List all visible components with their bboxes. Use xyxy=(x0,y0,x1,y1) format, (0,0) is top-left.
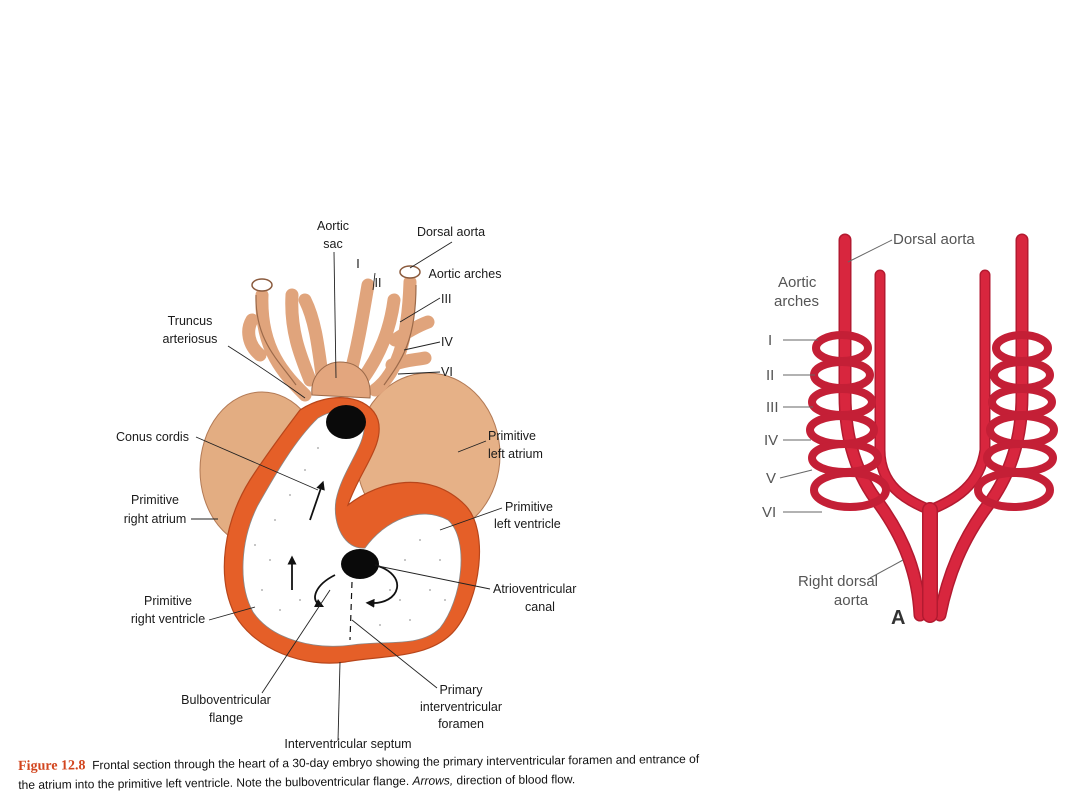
caption-text-end: direction of blood flow. xyxy=(453,772,576,788)
av-canal-opening xyxy=(341,549,379,579)
label-aortic-sac-2: sac xyxy=(323,237,342,251)
label-arch-III: III xyxy=(441,292,451,306)
truncus-opening xyxy=(326,405,366,439)
label-r-aortic-arches-2: arches xyxy=(774,293,819,310)
label-arch-II: II xyxy=(375,276,382,290)
label-truncus-2: arteriosus xyxy=(163,332,218,346)
label-r-arch-I: I xyxy=(768,332,772,349)
label-truncus: Truncus xyxy=(168,314,213,328)
label-arch-I: I xyxy=(356,257,359,271)
embryonic-heart-figure: Aortic sac Dorsal aorta Aortic arches I … xyxy=(116,219,576,751)
label-iv-septum: Interventricular septum xyxy=(284,737,411,751)
caption-italic: Arrows, xyxy=(412,773,454,788)
aortic-arches-figure: Dorsal aorta Aortic arches I II III IV V… xyxy=(760,225,1080,645)
label-arch-IV: IV xyxy=(441,335,453,349)
figure-number: Figure 12.8 xyxy=(18,758,86,774)
label-right-ventricle: Primitive xyxy=(144,594,192,608)
label-left-ventricle: Primitive xyxy=(505,500,553,514)
label-primary-iv-foramen-3: foramen xyxy=(438,717,484,731)
label-primary-iv-foramen-2: interventricular xyxy=(420,700,502,714)
label-bulboventricular-flange-2: flange xyxy=(209,711,243,725)
blood-flow-arrows xyxy=(287,480,398,608)
aortic-arch-vessels xyxy=(242,275,435,402)
label-r-arch-IV: IV xyxy=(764,432,778,449)
label-r-dorsal-aorta: Dorsal aorta xyxy=(893,231,975,248)
figure-caption: Figure 12.8 Frontal section through the … xyxy=(18,750,708,795)
ventricle-lumen xyxy=(242,410,462,647)
label-arch-VI: VI xyxy=(441,365,453,379)
label-left-atrium-2: left atrium xyxy=(488,447,543,461)
right-arch-loops xyxy=(974,331,1058,511)
label-aortic-arches: Aortic arches xyxy=(429,267,502,281)
caption-text: Frontal section through the heart of a 3… xyxy=(18,751,700,792)
label-r-arch-III: III xyxy=(766,399,779,416)
label-conus-cordis: Conus cordis xyxy=(116,430,189,444)
label-right-ventricle-2: right ventricle xyxy=(131,612,205,626)
label-primary-iv-foramen: Primary xyxy=(439,683,483,697)
label-aortic-sac: Aortic xyxy=(317,219,349,233)
label-r-aortic-arches: Aortic xyxy=(778,274,817,291)
label-r-right-dorsal-aorta-2: aorta xyxy=(834,592,869,609)
label-av-canal: Atrioventricular xyxy=(493,582,576,596)
label-bulboventricular-flange: Bulboventricular xyxy=(181,693,271,707)
left-arch-loops xyxy=(806,331,890,511)
label-left-ventricle-2: left ventricle xyxy=(494,517,561,531)
label-left-atrium: Primitive xyxy=(488,429,536,443)
label-dorsal-aorta: Dorsal aorta xyxy=(417,225,485,239)
label-r-arch-VI: VI xyxy=(762,504,776,521)
panel-letter: A xyxy=(891,607,905,629)
label-r-arch-V: V xyxy=(766,470,776,487)
label-r-arch-II: II xyxy=(766,367,774,384)
label-right-atrium-2: right atrium xyxy=(124,512,187,526)
label-right-atrium: Primitive xyxy=(131,493,179,507)
label-av-canal-2: canal xyxy=(525,600,555,614)
label-r-right-dorsal-aorta: Right dorsal xyxy=(798,573,878,590)
